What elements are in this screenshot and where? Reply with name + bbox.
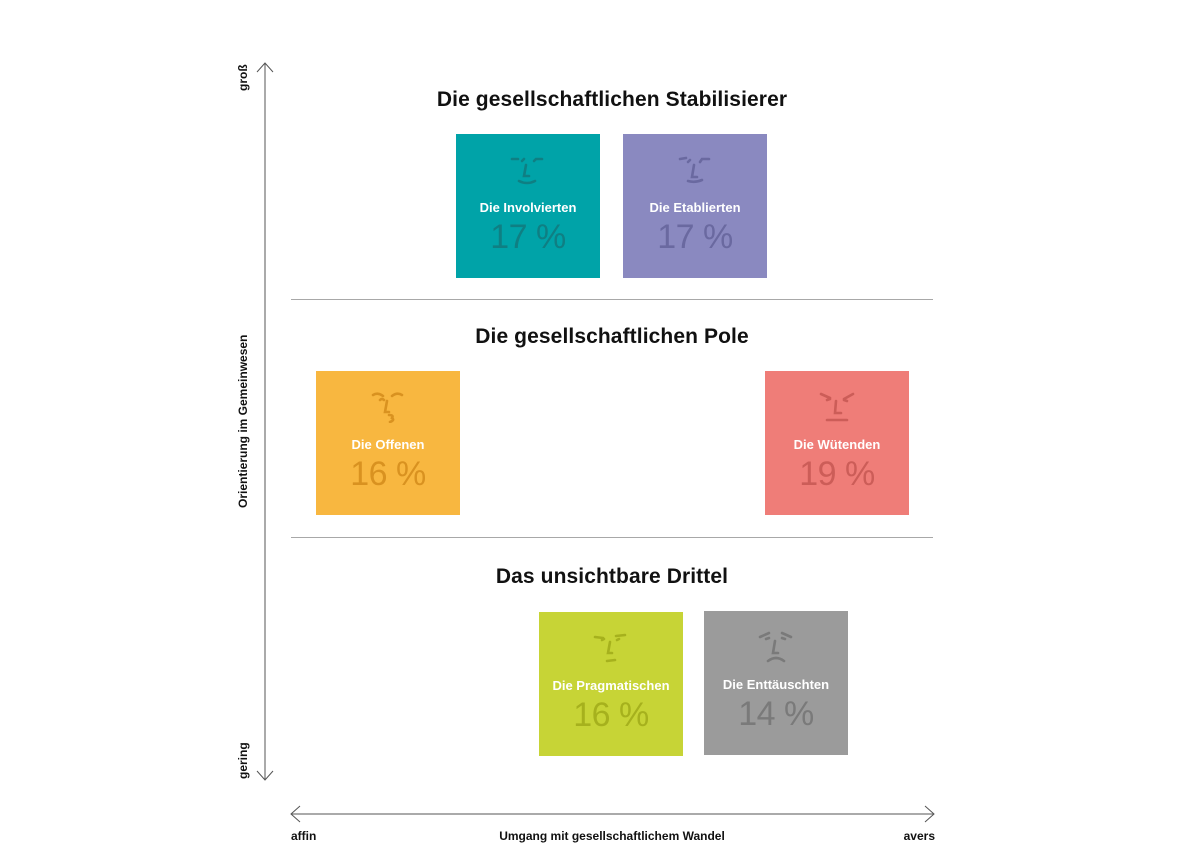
segment-percent: 16 % — [573, 696, 649, 734]
pragmatic-face-icon — [593, 633, 627, 663]
horizontal-axis — [290, 805, 935, 823]
segment-name: Die Involvierten — [479, 200, 577, 215]
segment-tile-pragmatic: Die Pragmatischen 16 % — [539, 612, 683, 756]
x-axis-left-label: affin — [291, 829, 317, 843]
x-axis-title: Umgang mit gesellschaftlichem Wandel — [499, 829, 725, 843]
section-title-invisible-third: Das unsichtbare Drittel — [495, 565, 729, 588]
section-title-stabilizers: Die gesellschaftlichen Stabilisierer — [436, 88, 788, 111]
segment-name: Die Wütenden — [793, 437, 881, 452]
segment-tile-disappointed: Die Enttäuschten 14 % — [704, 611, 848, 755]
segment-percent: 17 % — [490, 218, 566, 256]
segment-tile-established: Die Etablierten 17 % — [623, 134, 767, 278]
y-axis-bottom-label: gering — [236, 742, 250, 779]
segment-percent: 17 % — [657, 218, 733, 256]
involved-face-icon — [510, 157, 544, 185]
section-title-poles: Die gesellschaftlichen Pole — [475, 325, 749, 348]
segment-tile-open: Die Offenen 16 % — [316, 371, 460, 515]
segment-name: Die Pragmatischen — [552, 678, 670, 693]
segment-tile-angry: Die Wütenden 19 % — [765, 371, 909, 515]
segment-tile-involved: Die Involvierten 17 % — [456, 134, 600, 278]
segment-percent: 16 % — [350, 455, 426, 493]
section-divider — [291, 537, 933, 538]
x-axis-right-label: avers — [903, 829, 935, 843]
vertical-axis — [256, 62, 274, 781]
segment-percent: 14 % — [738, 695, 814, 733]
segment-percent: 19 % — [799, 455, 875, 493]
open-face-icon — [371, 392, 404, 423]
segment-name: Die Etablierten — [649, 200, 741, 215]
section-divider — [291, 299, 933, 300]
y-axis-top-label: groß — [236, 64, 250, 91]
established-face-icon — [678, 156, 711, 184]
y-axis-title: Orientierung im Gemeinwesen — [236, 334, 250, 508]
angry-face-icon — [819, 392, 855, 422]
segment-name: Die Enttäuschten — [722, 677, 830, 692]
disappointed-face-icon — [758, 631, 793, 663]
segment-name: Die Offenen — [351, 437, 425, 452]
